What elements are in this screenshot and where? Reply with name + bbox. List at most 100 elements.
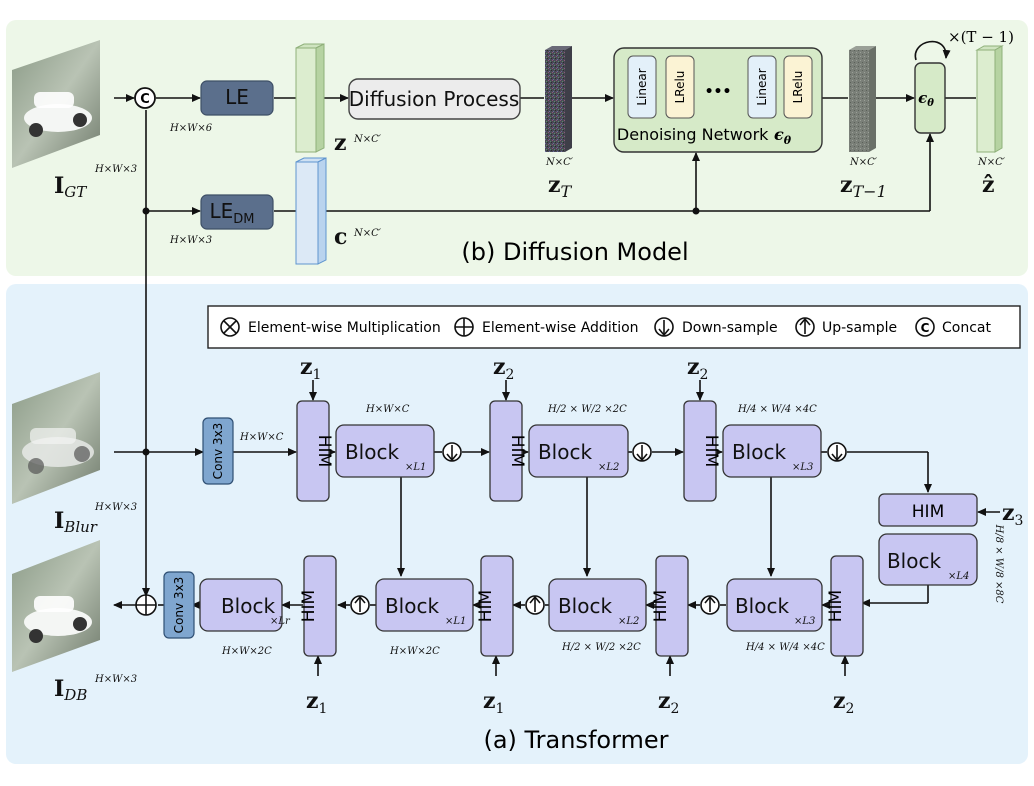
residual-add [135, 594, 157, 616]
blur-image [12, 372, 100, 504]
latent-dim: H/8 × W/8 ×8C [993, 524, 1004, 604]
him-decoder-1: HIM [476, 555, 514, 657]
upsample-2 [525, 595, 545, 615]
dec-dim-2: H/2 × W/2 ×2C [561, 642, 641, 653]
svg-text:Block: Block [345, 440, 400, 464]
le-box: LE [200, 80, 274, 116]
conv-dim: H×W×C [239, 432, 284, 443]
repeat-label: ×(T − 1) [948, 28, 1014, 46]
conv-input: Conv 3x3 [202, 417, 234, 485]
svg-text:Element-wise Multiplication: Element-wise Multiplication [248, 320, 441, 336]
block-decoder-3: Block ×L3 [726, 578, 823, 632]
svg-text:Linear: Linear [635, 68, 649, 105]
svg-text:HIM: HIM [826, 590, 846, 622]
z-dim: N×C′ [353, 134, 382, 145]
svg-text:IDB: IDB [54, 676, 87, 704]
svg-text:×L3: ×L3 [794, 616, 815, 627]
legend-up: Up-sample [795, 317, 897, 337]
svg-text:×L1: ×L1 [405, 462, 426, 473]
svg-text:×L4: ×L4 [948, 571, 969, 582]
db-label: IDB H×W×3 [54, 674, 137, 704]
svg-text:HIM: HIM [314, 435, 334, 467]
z1-top-label: z1 [300, 354, 321, 383]
conv-output: Conv 3x3 [163, 571, 195, 639]
svg-text:LEDM: LEDM [209, 199, 254, 227]
svg-text:Element-wise Addition: Element-wise Addition [482, 320, 639, 336]
svg-text:IBlur: IBlur [54, 508, 98, 536]
dec-dim-3: H/4 × W/4 ×4C [745, 642, 825, 653]
him-refine: HIM [299, 555, 337, 657]
zT1-dim: N×C′ [849, 157, 878, 168]
z3-label: z3 [1002, 500, 1023, 529]
svg-text:LE: LE [225, 85, 249, 109]
z1-bottom-label-1: z1 [306, 688, 327, 717]
svg-text:HIM: HIM [299, 590, 319, 622]
svg-text:LRelu: LRelu [673, 71, 687, 104]
z1-bottom-label-2: z1 [483, 688, 504, 717]
svg-text:Concat: Concat [942, 320, 991, 336]
svg-text:C: C [140, 92, 150, 107]
deblurred-image [12, 540, 100, 672]
svg-text:HIM: HIM [476, 590, 496, 622]
gt-label: IGT H×W×3 [54, 164, 137, 201]
c-label: c [334, 224, 347, 250]
him-encoder-2: HIM [489, 400, 527, 502]
denoising-network: Linear LRelu ••• Linear LRelu Denoising … [613, 47, 823, 153]
svg-text:HIM: HIM [507, 435, 527, 467]
svg-text:Conv 3x3: Conv 3x3 [172, 577, 186, 634]
downsample-3 [827, 442, 847, 462]
gt-in-dim: H×W×6 [169, 123, 213, 134]
upsample-3 [700, 595, 720, 615]
svg-text:H×W×3: H×W×3 [94, 674, 137, 685]
enc-dim-2: H/2 × W/2 ×2C [547, 404, 627, 415]
ellipsis: ••• [705, 84, 732, 100]
transformer-panel [6, 284, 1028, 764]
lrelu-layer-2: LRelu [783, 55, 813, 119]
svg-text:×L2: ×L2 [598, 462, 619, 473]
svg-text:HIM: HIM [651, 590, 671, 622]
lrelu-layer-1: LRelu [665, 55, 695, 119]
him-encoder-1: HIM [296, 400, 334, 502]
zT1-tensor [849, 46, 876, 152]
svg-text:IGT: IGT [54, 173, 87, 201]
upsample-1 [350, 595, 370, 615]
svg-text:Down-sample: Down-sample [682, 320, 778, 336]
svg-text:C: C [921, 321, 930, 335]
z2-top-label-2: z2 [687, 354, 708, 383]
zT-dim: N×C′ [545, 157, 574, 168]
z2-bottom-label-1: z2 [658, 688, 679, 717]
svg-text:×L1: ×L1 [445, 616, 466, 627]
epsilon-theta-box: ϵθ [914, 62, 946, 134]
zT-tensor [545, 46, 572, 152]
block-decoder-2: Block ×L2 [548, 578, 647, 632]
svg-text:Block: Block [558, 594, 613, 618]
svg-text:×L3: ×L3 [792, 462, 813, 473]
downsample-1 [442, 442, 462, 462]
zhat-tensor [975, 45, 1004, 153]
zhat-label: ẑ [982, 172, 995, 198]
svg-text:HIM: HIM [701, 435, 721, 467]
linear-layer-1: Linear [627, 55, 657, 119]
svg-text:Denoising Network ϵθ: Denoising Network ϵθ [617, 125, 792, 147]
block-latent: Block ×L4 [878, 533, 978, 586]
z-label: z [334, 130, 347, 156]
svg-text:×Lr: ×Lr [270, 616, 291, 627]
block-encoder-1: Block ×L1 [335, 424, 435, 478]
enc-dim-3: H/4 × W/4 ×4C [737, 404, 817, 415]
him-decoder-2: HIM [651, 555, 689, 657]
legend-add: Element-wise Addition [454, 317, 639, 337]
block-refine: Block ×Lr [199, 578, 291, 632]
svg-text:Diffusion Process: Diffusion Process [349, 87, 520, 111]
svg-text:H×W×3: H×W×3 [94, 164, 137, 175]
him-latent: HIM [878, 493, 978, 527]
diffusion-process-box: Diffusion Process [348, 78, 521, 120]
block-decoder-1: Block ×L1 [375, 578, 474, 632]
svg-text:Block: Block [385, 594, 440, 618]
him-encoder-3: HIM [683, 400, 721, 502]
legend: Element-wise Multiplication Element-wise… [207, 305, 1021, 349]
zT1-label: zT−1 [840, 172, 887, 201]
blur-in-dim: H×W×3 [169, 235, 212, 246]
him-decoder-3: HIM [826, 555, 864, 657]
block-encoder-3: Block ×L3 [722, 424, 822, 478]
